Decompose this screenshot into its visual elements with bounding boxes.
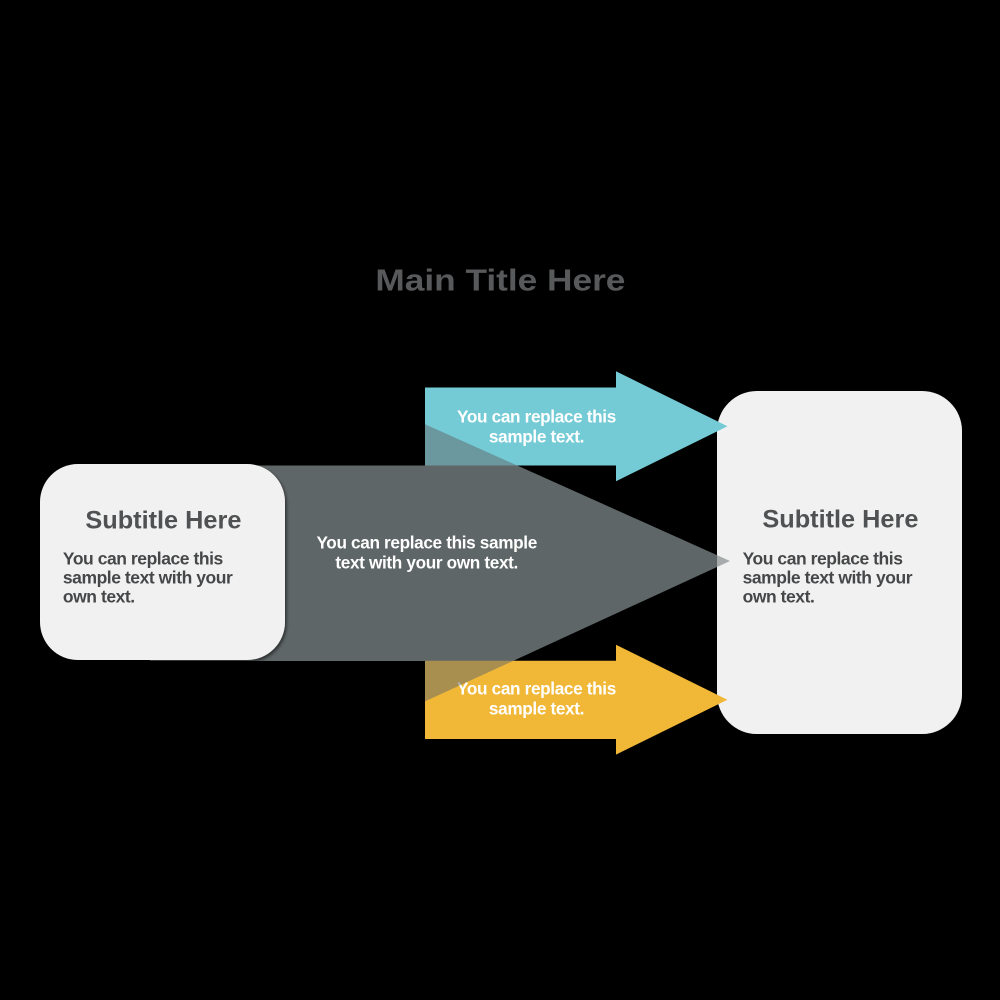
svg-text:You can replace this: You can replace this: [457, 406, 616, 426]
svg-text:sample text with your: sample text with your: [743, 568, 913, 588]
svg-text:Subtitle Here: Subtitle Here: [85, 506, 241, 534]
svg-text:sample text.: sample text.: [489, 426, 584, 446]
svg-text:own text.: own text.: [743, 586, 815, 606]
svg-text:Subtitle Here: Subtitle Here: [762, 505, 918, 533]
svg-text:Main Title Here: Main Title Here: [375, 265, 625, 298]
svg-text:You can replace this: You can replace this: [743, 549, 904, 569]
svg-text:You can replace this: You can replace this: [457, 679, 616, 699]
svg-text:sample text with your: sample text with your: [63, 568, 233, 588]
svg-text:own text.: own text.: [63, 586, 135, 606]
svg-text:You can replace this sample: You can replace this sample: [316, 532, 536, 552]
svg-text:You can replace this: You can replace this: [63, 549, 224, 569]
svg-text:text with your own text.: text with your own text.: [335, 553, 518, 573]
svg-text:sample text.: sample text.: [489, 699, 584, 719]
